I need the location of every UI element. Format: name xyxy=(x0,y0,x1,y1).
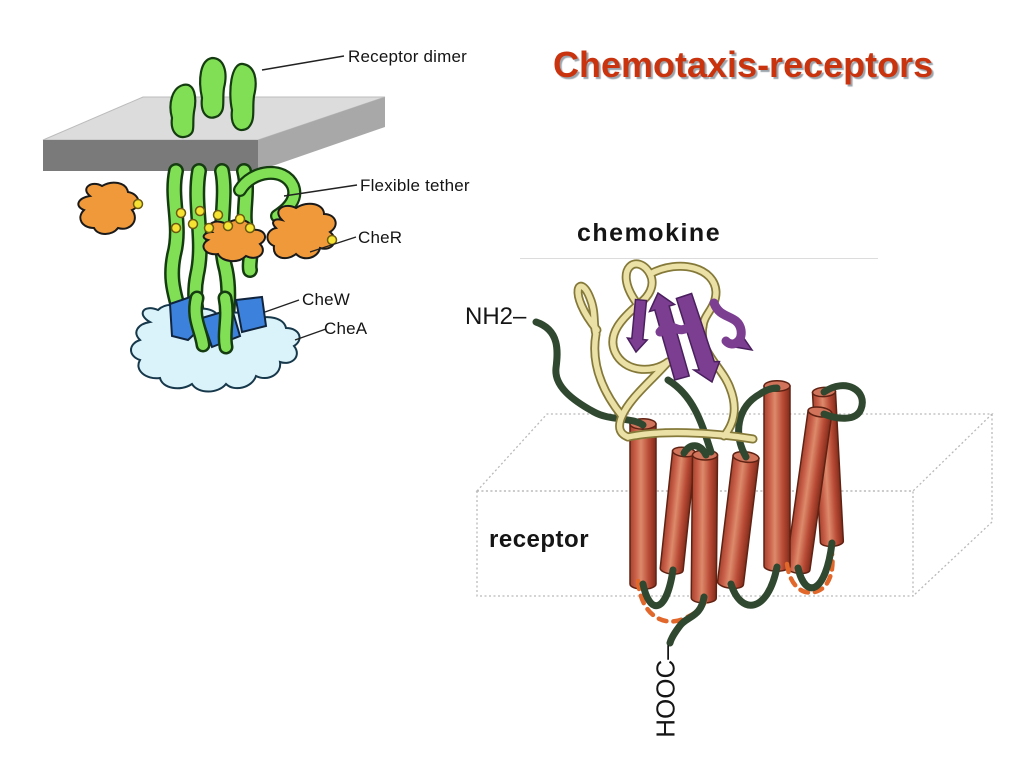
slide-title: Chemotaxis-receptors xyxy=(553,44,934,85)
tm-helix-4 xyxy=(716,450,760,590)
chew-block xyxy=(234,295,268,334)
label-receptor-dimer: Receptor dimer xyxy=(348,47,468,66)
receptor-blob xyxy=(169,83,197,139)
cher-blob xyxy=(266,202,337,260)
right-figure xyxy=(475,264,994,647)
label-cher: CheR xyxy=(358,228,403,247)
tm-helix-2 xyxy=(659,446,697,575)
leader-lines xyxy=(261,55,358,341)
left-figure xyxy=(42,55,386,393)
beta-arrow-small xyxy=(625,298,649,354)
tm-helix-3 xyxy=(690,449,719,604)
chemokine-helix-turns xyxy=(655,298,746,349)
label-chea: CheA xyxy=(324,319,368,338)
methylation-dots xyxy=(132,198,338,246)
label-flexible-tether: Flexible tether xyxy=(360,176,470,195)
cher-blob xyxy=(77,181,140,235)
label-chemokine: chemokine xyxy=(577,219,722,247)
membrane-front-face xyxy=(43,140,258,171)
c-terminus-strand xyxy=(666,593,708,647)
receptor-blob xyxy=(229,62,257,132)
tm-helix-5 xyxy=(763,380,791,572)
label-hooc: HOOC– xyxy=(650,645,681,738)
label-nh2: NH2– xyxy=(465,303,527,330)
receptor-blob xyxy=(199,56,227,119)
tm-helix-1 xyxy=(629,418,657,590)
label-receptor: receptor xyxy=(489,526,590,553)
membrane-side-face xyxy=(258,97,385,171)
receptor-dimer-blobs xyxy=(169,56,257,139)
label-chew: CheW xyxy=(302,290,351,309)
beta-arrow-up xyxy=(648,291,691,381)
beta-arrow-down xyxy=(675,292,721,384)
cher-blobs xyxy=(77,181,337,262)
figure-top-rule xyxy=(520,258,878,259)
